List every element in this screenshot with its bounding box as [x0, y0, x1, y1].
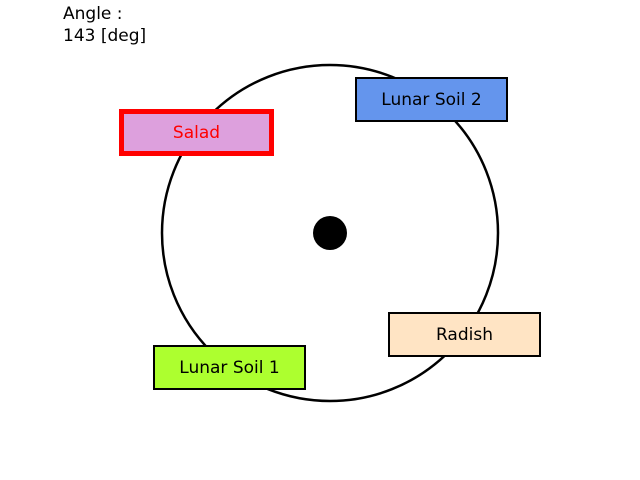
dial-item-salad[interactable]: Salad	[119, 109, 274, 156]
dial-hub[interactable]	[313, 216, 347, 250]
dial-item-lunar-soil-1[interactable]: Lunar Soil 1	[153, 345, 306, 390]
angle-value: 143 [deg]	[63, 26, 147, 46]
angle-readout: Angle : 143 [deg]	[63, 3, 146, 47]
dial-item-label: Radish	[435, 324, 493, 345]
dial-item-radish[interactable]: Radish	[388, 312, 541, 357]
dial-circle	[160, 63, 500, 403]
dial-item-lunar-soil-2[interactable]: Lunar Soil 2	[355, 77, 508, 122]
angle-label: Angle :	[63, 4, 123, 24]
dial-item-label: Lunar Soil 2	[381, 89, 482, 110]
dial-item-label: Salad	[172, 122, 221, 143]
dial-item-label: Lunar Soil 1	[179, 357, 280, 378]
